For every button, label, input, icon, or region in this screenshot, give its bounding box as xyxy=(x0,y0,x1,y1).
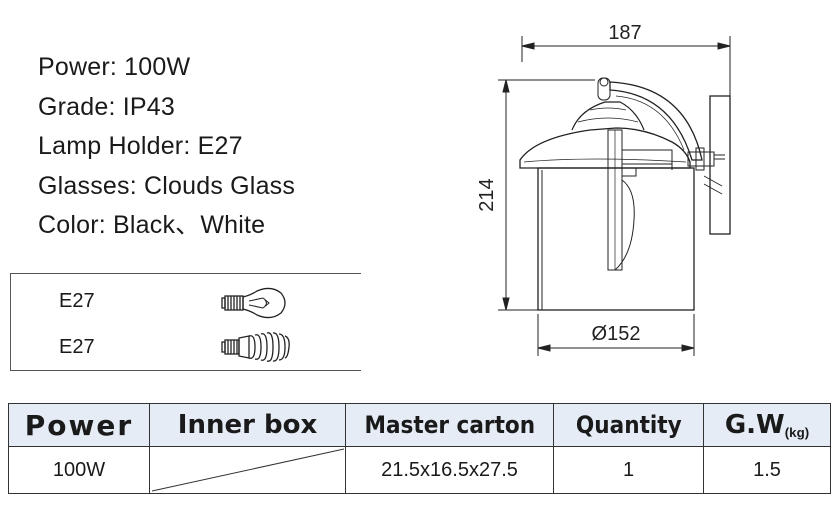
cell-gross-weight: 1.5 xyxy=(703,446,831,494)
header-power: Power xyxy=(8,403,150,447)
cell-power: 100W xyxy=(8,446,150,494)
cell-master-carton: 21.5x16.5x27.5 xyxy=(345,446,554,494)
header-inner-box: Inner box xyxy=(149,403,346,447)
bulb-socket-label: E27 xyxy=(59,336,95,358)
bulb-compatibility-box: E27 E27 xyxy=(10,273,361,371)
gross-weight-unit: (kg) xyxy=(784,425,810,441)
bulb-socket-label: E27 xyxy=(59,290,95,312)
empty-cell-slash xyxy=(151,448,345,492)
dimension-height: 214 xyxy=(476,178,498,211)
packing-spec-table: Power Inner box Master carton Quantity G… xyxy=(8,403,831,494)
spec-color: Color: Black、White xyxy=(38,211,266,239)
header-master-carton: Master carton xyxy=(345,403,554,447)
spiral-cfl-bulb-icon xyxy=(221,332,290,362)
incandescent-bulb-icon xyxy=(221,287,286,319)
spec-list: Power: 100W Grade: IP43 Lamp Holder: E27… xyxy=(38,48,295,246)
lamp-technical-drawing: 187 214 Ø152 xyxy=(476,22,731,356)
spec-glasses: Glasses: Clouds Glass xyxy=(38,171,296,200)
spec-grade: Grade: IP43 xyxy=(38,92,176,121)
spec-power: Power: 100W xyxy=(38,53,191,81)
header-quantity: Quantity xyxy=(553,403,704,447)
table-header-row: Power Inner box Master carton Quantity G… xyxy=(8,403,831,447)
table-row: 100W 21.5x16.5x27.5 1 1.5 xyxy=(8,446,831,494)
cell-quantity: 1 xyxy=(553,446,704,494)
dimension-diameter: Ø152 xyxy=(592,323,641,345)
dimension-width: 187 xyxy=(608,22,641,44)
cell-inner-box xyxy=(149,446,346,494)
spec-lamp-holder: Lamp Holder: E27 xyxy=(38,132,243,160)
header-gross-weight: G.W(kg) xyxy=(703,403,831,447)
